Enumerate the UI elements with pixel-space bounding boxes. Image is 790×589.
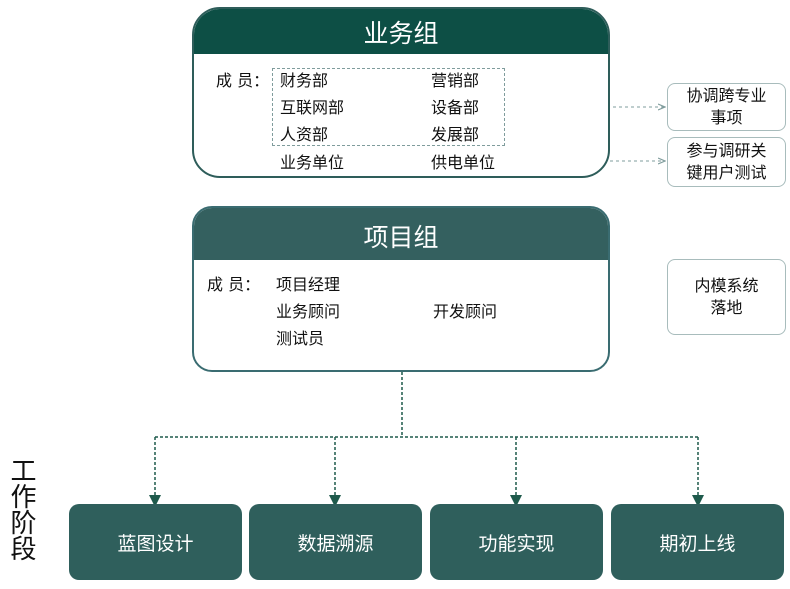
- member-marketing: 营销部: [431, 71, 480, 90]
- member-dev-consultant: 开发顾问: [433, 302, 498, 321]
- project-group-box: 项目组: [192, 206, 610, 372]
- phase-go-live: 期初上线: [611, 504, 784, 580]
- member-hr: 人资部: [280, 125, 329, 144]
- business-group-title: 业务组: [194, 9, 608, 54]
- member-project-manager: 项目经理: [276, 275, 341, 294]
- member-power-unit: 供电单位: [431, 153, 496, 172]
- phase-implementation: 功能实现: [430, 504, 603, 580]
- note-system-landing: 内模系统 落地: [667, 259, 786, 335]
- note-coordinate: 协调跨专业 事项: [667, 83, 786, 131]
- member-finance: 财务部: [280, 71, 329, 90]
- note-research-testing: 参与调研关 键用户测试: [667, 137, 786, 187]
- member-business-unit: 业务单位: [280, 153, 345, 172]
- member-development: 发展部: [431, 125, 480, 144]
- member-internet: 互联网部: [280, 98, 345, 117]
- project-members-label: 成 员：: [207, 275, 261, 294]
- member-equipment: 设备部: [431, 98, 480, 117]
- business-members-dashed-box: [272, 68, 505, 146]
- phase-data-trace: 数据溯源: [249, 504, 422, 580]
- business-members-label: 成 员：: [216, 71, 270, 90]
- member-tester: 测试员: [276, 329, 325, 348]
- stage-label: 工作阶段: [6, 457, 36, 561]
- business-group-box: 业务组: [192, 7, 610, 178]
- project-group-title: 项目组: [194, 208, 608, 260]
- member-business-consultant: 业务顾问: [276, 302, 341, 321]
- phase-blueprint: 蓝图设计: [69, 504, 242, 580]
